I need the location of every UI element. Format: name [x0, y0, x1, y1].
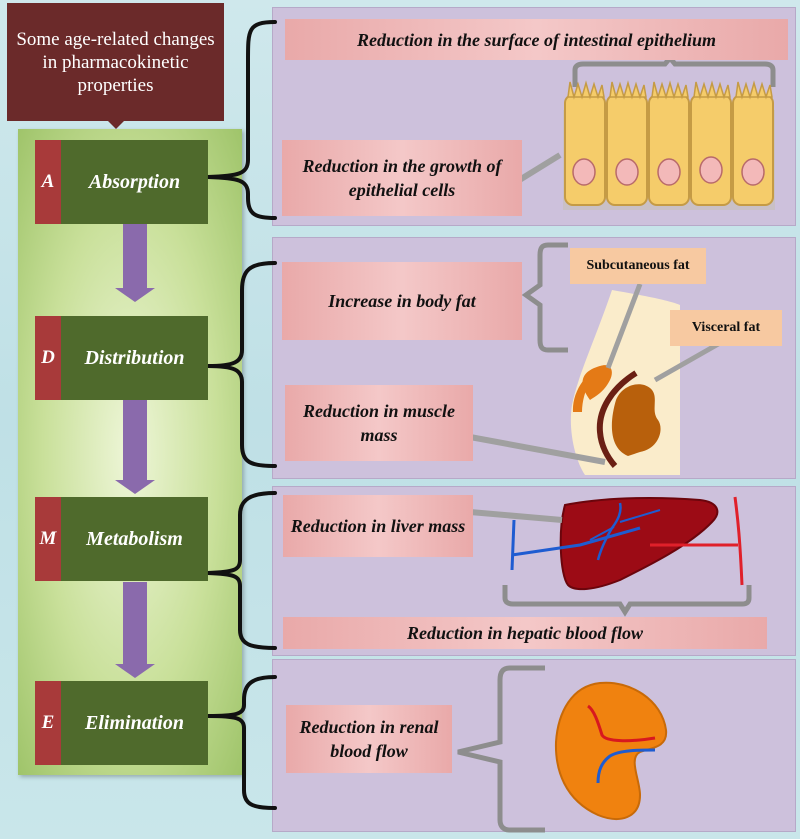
label-body-fat: Increase in body fat — [282, 262, 522, 340]
label-epithelial-growth: Reduction in the growth of epithelial ce… — [282, 140, 522, 216]
arrow-head-m-to-e — [115, 664, 155, 678]
arrow-head-a-to-d — [115, 288, 155, 302]
label-renal-flow: Reduction in renal blood flow — [286, 705, 452, 773]
step-letter: M — [35, 497, 61, 581]
step-elimination: E Elimination — [35, 681, 208, 765]
epithelial-cells-illustration — [498, 80, 775, 210]
arrow-d-to-m — [123, 400, 147, 482]
brace-absorption — [207, 20, 277, 220]
brace-metabolism — [207, 491, 277, 650]
step-label: Elimination — [61, 681, 208, 765]
arrow-m-to-e — [123, 582, 147, 666]
diagram-title: Some age-related changes in pharmacokine… — [7, 3, 224, 121]
brace-distribution — [207, 261, 277, 468]
grey-brace-hepatic — [502, 585, 752, 617]
kidney-illustration — [554, 681, 668, 820]
title-pointer — [106, 119, 126, 129]
arrow-head-d-to-m — [115, 480, 155, 494]
step-distribution: D Distribution — [35, 316, 208, 400]
step-label: Absorption — [61, 140, 208, 224]
brace-elimination — [207, 675, 277, 810]
step-letter: D — [35, 316, 61, 400]
label-visceral-fat: Visceral fat — [670, 310, 782, 346]
arrow-a-to-d — [123, 224, 147, 290]
step-label: Metabolism — [61, 497, 208, 581]
step-label: Distribution — [61, 316, 208, 400]
step-letter: A — [35, 140, 61, 224]
label-muscle-mass: Reduction in muscle mass — [285, 385, 473, 461]
grey-brace-kidney — [457, 665, 545, 833]
label-subcutaneous-fat: Subcutaneous fat — [570, 248, 706, 284]
step-letter: E — [35, 681, 61, 765]
grey-brace-epithelium — [572, 54, 776, 87]
label-intestinal-surface: Reduction in the surface of intestinal e… — [285, 19, 788, 60]
liver-illustration — [469, 496, 744, 591]
step-absorption: A Absorption — [35, 140, 208, 224]
body-fat-illustration — [469, 283, 722, 475]
grey-brace-fat — [521, 242, 568, 353]
label-hepatic-flow: Reduction in hepatic blood flow — [283, 617, 767, 649]
label-liver-mass: Reduction in liver mass — [283, 495, 473, 557]
step-metabolism: M Metabolism — [35, 497, 208, 581]
